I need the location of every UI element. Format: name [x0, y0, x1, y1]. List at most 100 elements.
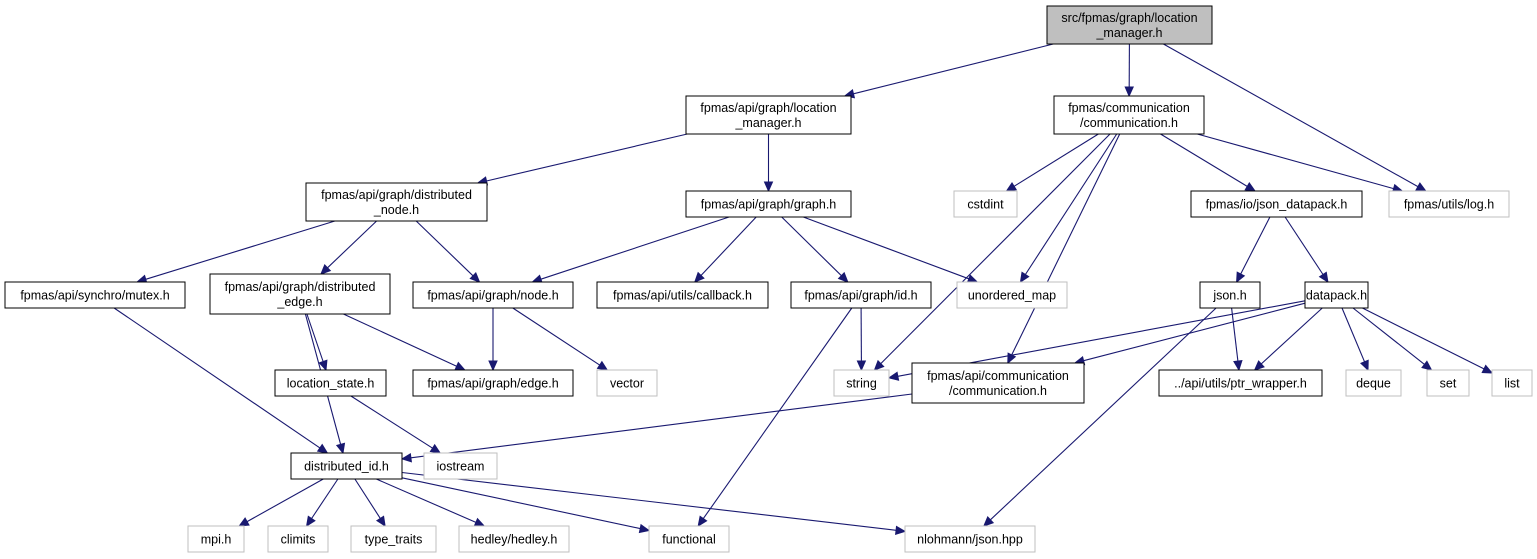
node-label: location_state.h: [287, 377, 375, 391]
node-label: _edge.h: [276, 295, 322, 309]
edge-distributed_id-to-functional: [401, 477, 651, 534]
node-box: [833, 369, 890, 397]
edge-line: [1163, 43, 1419, 188]
edge-dist_edge-to-edge_h: [343, 313, 466, 371]
edge-line: [880, 133, 1111, 364]
edge-json_h-to-ptr_wrapper: [1231, 307, 1243, 372]
edge-line: [1240, 216, 1271, 275]
arrowhead-icon: [1415, 182, 1427, 192]
node-fpmas-api-graph-graph-h[interactable]: fpmas/api/graph/graph.h: [685, 190, 852, 218]
edge-line: [113, 307, 321, 449]
edge-location_state-to-iostream: [350, 395, 442, 454]
edge-node_h-to-edge_h: [488, 308, 498, 372]
node-label: /communication.h: [1080, 116, 1178, 130]
arrowhead-icon: [400, 452, 412, 463]
arrowhead-icon: [1253, 360, 1265, 371]
node-box: [290, 452, 403, 480]
node-fpmas-api-graph-id-h[interactable]: fpmas/api/graph/id.h: [790, 281, 932, 309]
edges-layer: [113, 43, 1494, 536]
edge-root-to-comm: [1124, 43, 1134, 98]
node-label: fpmas/io/json_datapack.h: [1206, 198, 1348, 212]
edge-root-to-api_loc_mgr: [843, 43, 1054, 99]
arrowhead-icon: [1360, 359, 1369, 372]
edge-comm-to-json_datapack: [1160, 133, 1257, 192]
node-box: [1345, 369, 1402, 397]
arrowhead-icon: [873, 359, 885, 371]
node-fpmas-api-communication-communication-h[interactable]: fpmas/api/communication/communication.h: [911, 362, 1085, 404]
node-box: [412, 369, 574, 397]
edge-comm-to-log_h: [1197, 133, 1404, 194]
node-fpmas-api-utils-callback-h[interactable]: fpmas/api/utils/callback.h: [596, 281, 769, 309]
node-label: fpmas/api/synchro/mutex.h: [20, 289, 169, 303]
node-box: [209, 273, 391, 315]
edge-distributed_id-to-nlohmann: [401, 471, 907, 536]
node-climits: climits: [267, 525, 329, 553]
edge-line: [853, 43, 1054, 95]
edge-line: [1352, 307, 1425, 365]
edge-line: [415, 220, 474, 277]
node-label: set: [1440, 377, 1457, 391]
arrowhead-icon: [1233, 360, 1243, 372]
edge-line: [702, 307, 853, 519]
node-label: _manager.h: [734, 116, 801, 130]
node-box: [956, 281, 1068, 309]
node-label: _manager.h: [1095, 26, 1162, 40]
node-label: hedley/hedley.h: [471, 533, 558, 547]
node-fpmas-utils-log-h: fpmas/utils/log.h: [1388, 190, 1510, 218]
arrowhead-icon: [1421, 360, 1433, 371]
edge-line: [1011, 133, 1121, 356]
node-box: [350, 525, 437, 553]
node-location-state-h[interactable]: location_state.h: [274, 369, 387, 397]
node-fpmas-api-graph-location-manager-h[interactable]: fpmas/api/graph/location_manager.h: [685, 95, 852, 135]
edge-id_h-to-string: [856, 307, 867, 372]
node-fpmas-api-graph-node-h[interactable]: fpmas/api/graph/node.h: [412, 281, 574, 309]
edge-line: [700, 216, 757, 276]
node-box: [1388, 190, 1510, 218]
node-box: [904, 525, 1036, 553]
node-datapack-h[interactable]: datapack.h: [1304, 281, 1369, 309]
node-label: src/fpmas/graph/location: [1061, 11, 1197, 25]
edge-line: [246, 478, 324, 523]
node-fpmas-api-graph-distributed-edge-h[interactable]: fpmas/api/graph/distributed_edge.h: [209, 273, 391, 315]
node-api-utils-ptr-wrapper-h[interactable]: ../api/utils/ptr_wrapper.h: [1158, 369, 1323, 397]
node-label: ../api/utils/ptr_wrapper.h: [1174, 377, 1307, 391]
node-fpmas-communication-communication-h[interactable]: fpmas/communication/communication.h: [1053, 95, 1205, 135]
arrowhead-icon: [1481, 364, 1494, 374]
node-mpi-h: mpi.h: [187, 525, 245, 553]
arrowhead-icon: [238, 517, 250, 527]
edge-id_h-to-functional: [697, 307, 853, 528]
edge-line: [350, 395, 433, 449]
node-box: [685, 95, 852, 135]
edge-line: [343, 313, 457, 367]
arrowhead-icon: [1019, 271, 1030, 284]
node-label: climits: [281, 533, 316, 547]
node-box: [648, 525, 730, 553]
node-label: string: [846, 377, 877, 391]
edge-graph_h-to-node_h: [531, 216, 730, 284]
node-fpmas-api-synchro-mutex-h[interactable]: fpmas/api/synchro/mutex.h: [4, 281, 186, 309]
node-box: [953, 190, 1018, 218]
arrowhead-icon: [305, 515, 316, 528]
edge-line: [401, 477, 641, 530]
node-fpmas-api-graph-edge-h[interactable]: fpmas/api/graph/edge.h: [412, 369, 574, 397]
node-label: list: [1504, 377, 1520, 391]
node-json-h[interactable]: json.h: [1199, 281, 1261, 309]
edge-line: [327, 220, 377, 269]
node-label: nlohmann/json.hpp: [917, 533, 1023, 547]
node-fpmas-io-json-datapack-h[interactable]: fpmas/io/json_datapack.h: [1190, 190, 1363, 218]
node-box: [685, 190, 852, 218]
node-functional: functional: [648, 525, 730, 553]
node-distributed-id-h[interactable]: distributed_id.h: [290, 452, 403, 480]
edge-line: [1341, 307, 1366, 362]
arrowhead-icon: [983, 515, 995, 527]
node-fpmas-api-graph-distributed-node-h[interactable]: fpmas/api/graph/distributed_node.h: [305, 182, 488, 222]
edge-api_comm-to-distributed_id: [400, 393, 913, 463]
node-box: [267, 525, 329, 553]
arrowhead-icon: [316, 443, 329, 454]
node-label: fpmas/api/graph/edge.h: [427, 377, 558, 391]
node-set: set: [1426, 369, 1470, 397]
edge-line: [1284, 216, 1324, 275]
edge-mutex_h-to-distributed_id: [113, 307, 329, 454]
edge-comm-to-unordered_map: [1019, 133, 1118, 284]
node-label: fpmas/api/graph/graph.h: [701, 198, 837, 212]
